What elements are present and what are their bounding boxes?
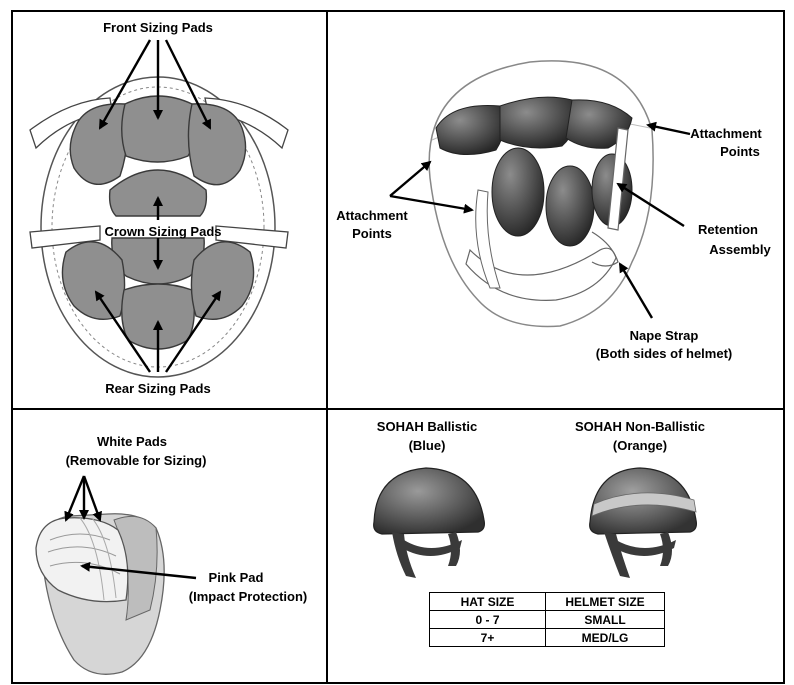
helmet-variants-panel: SOHAH Ballistic (Blue) SOHAH Non-Ballist… [374, 419, 705, 578]
ballistic-helmet-strap [392, 532, 416, 578]
attachment-points-left-line2: Points [352, 226, 392, 241]
attachment-points-left-line1: Attachment [336, 208, 408, 223]
ballistic-title-line1: SOHAH Ballistic [377, 419, 477, 434]
ballistic-title-line2: (Blue) [409, 438, 446, 453]
size-table: HAT SIZE HELMET SIZE 0 - 7 SMALL 7+ MED/… [429, 592, 665, 647]
attachment-points-right-line1: Attachment [690, 126, 762, 141]
nonballistic-title-line2: (Orange) [613, 438, 667, 453]
white-pads-line2: (Removable for Sizing) [66, 453, 207, 468]
retention-assembly-line1: Retention [698, 222, 758, 237]
sizing-pads-panel: Front Sizing Pads Crown Sizing Pads Rear… [30, 20, 288, 396]
nape-strap-line1: Nape Strap [630, 328, 699, 343]
helmet-size-cell: MED/LG [546, 629, 665, 647]
pad-detail-panel: White Pads (Removable for Sizing) Pink P… [36, 434, 307, 674]
helmet-interior-panel: Attachment Points Attachment Points Rete… [336, 61, 771, 361]
retention-assembly-line2: Assembly [709, 242, 771, 257]
helmet-size-header: HELMET SIZE [546, 593, 665, 611]
ballistic-helmet [374, 468, 485, 534]
crown-sizing-pads-label: Crown Sizing Pads [104, 224, 221, 239]
white-pads-line1: White Pads [97, 434, 167, 449]
pink-pad-line2: (Impact Protection) [189, 589, 307, 604]
table-row: 7+ MED/LG [430, 629, 665, 647]
table-header-row: HAT SIZE HELMET SIZE [430, 593, 665, 611]
nonballistic-helmet-strap [604, 532, 630, 578]
attachment-points-right-line2: Points [720, 144, 760, 159]
hat-size-cell: 7+ [430, 629, 546, 647]
rear-pad-right [191, 242, 253, 320]
nonballistic-title-line1: SOHAH Non-Ballistic [575, 419, 705, 434]
interior-pad [546, 166, 594, 246]
interior-pad [500, 97, 575, 148]
rear-sizing-pads-label: Rear Sizing Pads [105, 381, 210, 396]
table-row: 0 - 7 SMALL [430, 611, 665, 629]
pink-pad-line1: Pink Pad [209, 570, 264, 585]
hat-size-header: HAT SIZE [430, 593, 546, 611]
helmet-size-cell: SMALL [546, 611, 665, 629]
rear-pad-left [62, 242, 124, 320]
nape-strap-line2: (Both sides of helmet) [596, 346, 733, 361]
interior-pad [492, 148, 544, 236]
hat-size-cell: 0 - 7 [430, 611, 546, 629]
front-sizing-pads-label: Front Sizing Pads [103, 20, 213, 35]
